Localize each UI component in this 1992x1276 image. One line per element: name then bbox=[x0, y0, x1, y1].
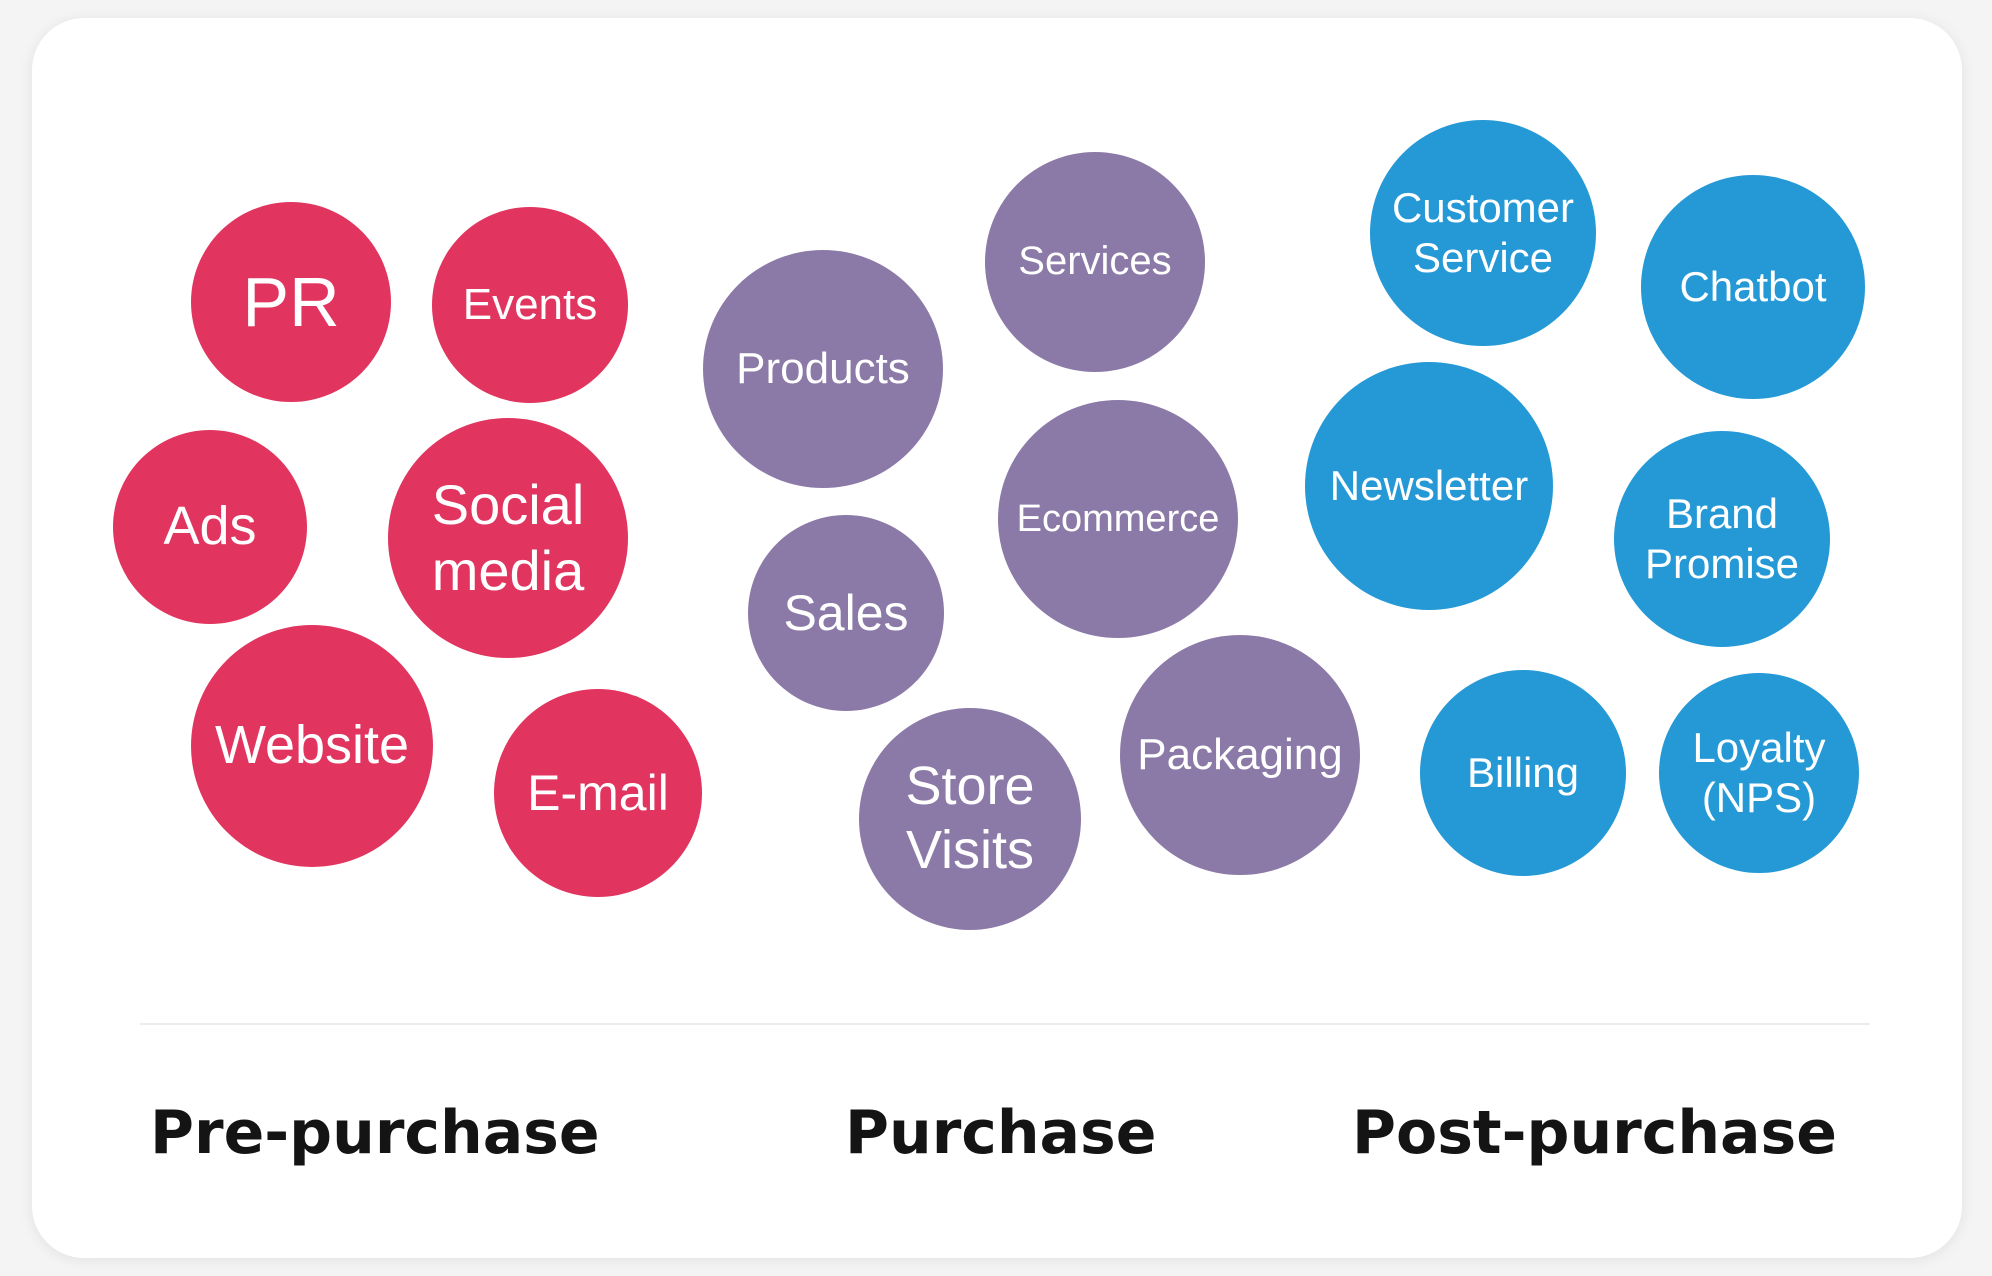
bubble-products-label: Products bbox=[736, 344, 910, 394]
bubble-store-visits: Store Visits bbox=[859, 708, 1081, 930]
bubble-brand-promise: Brand Promise bbox=[1614, 431, 1830, 647]
bubble-email: E-mail bbox=[494, 689, 702, 897]
bubble-chatbot: Chatbot bbox=[1641, 175, 1865, 399]
bubble-chatbot-label: Chatbot bbox=[1679, 263, 1827, 311]
bubble-services-label: Services bbox=[1018, 239, 1172, 284]
bubble-loyalty-nps-label: Loyalty (NPS) bbox=[1692, 724, 1826, 821]
bubble-social-media-label: Social media bbox=[431, 472, 585, 602]
bubble-sales: Sales bbox=[748, 515, 944, 711]
bubble-newsletter: Newsletter bbox=[1305, 362, 1553, 610]
divider bbox=[140, 1023, 1870, 1025]
bubble-billing-label: Billing bbox=[1466, 749, 1580, 797]
stage-label-purchase: Purchase bbox=[845, 1098, 1157, 1168]
bubble-products: Products bbox=[703, 250, 943, 488]
bubble-packaging: Packaging bbox=[1120, 635, 1360, 875]
stage-label-pre-purchase: Pre-purchase bbox=[150, 1098, 600, 1168]
bubble-packaging-label: Packaging bbox=[1137, 730, 1343, 780]
bubble-billing: Billing bbox=[1420, 670, 1626, 876]
bubble-customer-service: Customer Service bbox=[1370, 120, 1596, 346]
bubble-loyalty-nps: Loyalty (NPS) bbox=[1659, 673, 1859, 873]
bubble-events: Events bbox=[432, 207, 628, 403]
bubble-email-label: E-mail bbox=[527, 764, 669, 821]
bubble-website-label: Website bbox=[214, 715, 410, 776]
bubble-customer-service-label: Customer Service bbox=[1391, 184, 1575, 281]
bubble-sales-label: Sales bbox=[783, 584, 909, 641]
bubble-ads-label: Ads bbox=[163, 496, 257, 557]
bubble-ecommerce: Ecommerce bbox=[998, 400, 1238, 638]
bubble-services: Services bbox=[985, 152, 1205, 372]
bubble-brand-promise-label: Brand Promise bbox=[1644, 490, 1800, 587]
bubble-ads: Ads bbox=[113, 430, 307, 624]
bubble-social-media: Social media bbox=[388, 418, 628, 658]
bubble-pr-label: PR bbox=[242, 262, 340, 341]
bubble-pr: PR bbox=[191, 202, 391, 402]
bubble-ecommerce-label: Ecommerce bbox=[1016, 497, 1220, 540]
bubble-newsletter-label: Newsletter bbox=[1329, 462, 1529, 510]
bubble-website: Website bbox=[191, 625, 433, 867]
stage-label-post-purchase: Post-purchase bbox=[1352, 1098, 1837, 1168]
bubble-store-visits-label: Store Visits bbox=[905, 756, 1035, 880]
bubble-events-label: Events bbox=[462, 280, 598, 330]
